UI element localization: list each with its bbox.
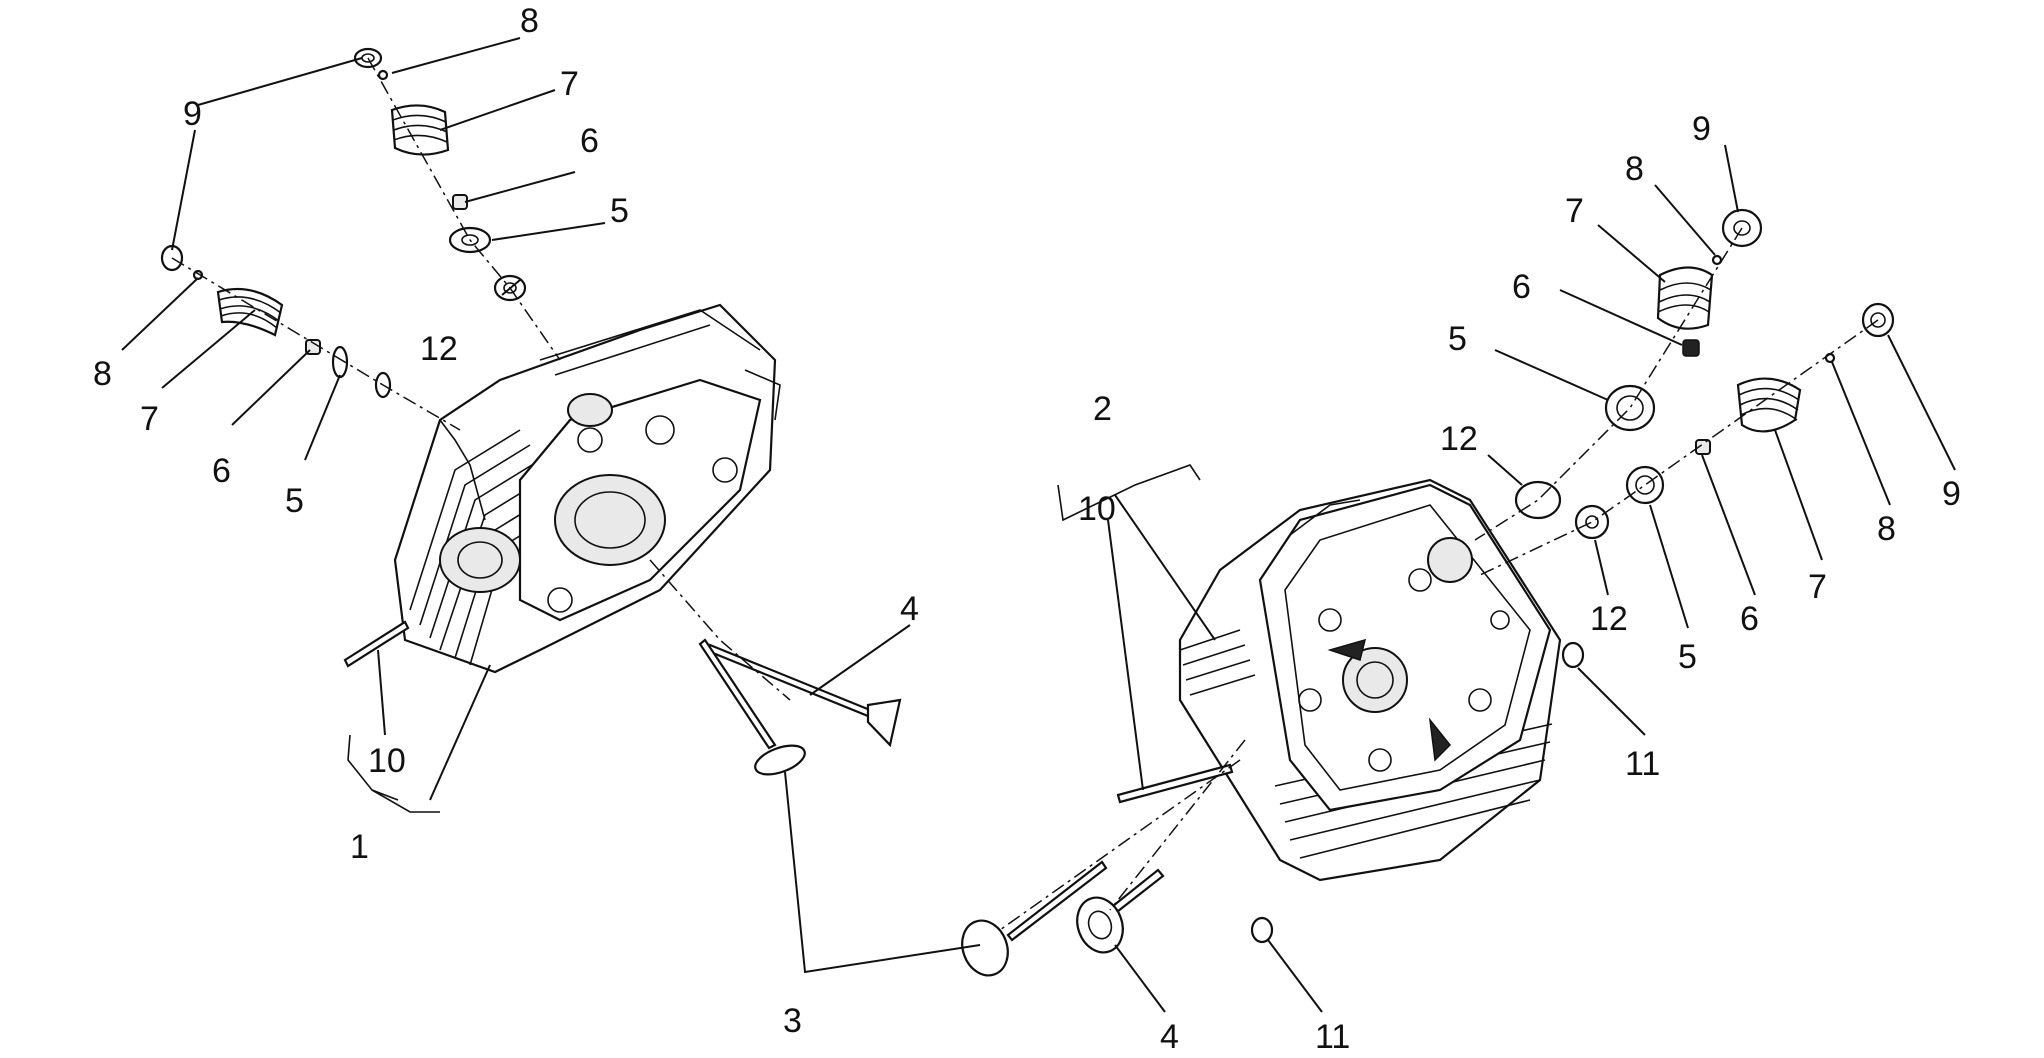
spring-seat-icon bbox=[1604, 384, 1656, 432]
stud-icon bbox=[343, 620, 410, 668]
cylinder-head-left-icon bbox=[393, 303, 781, 674]
assembly-axis-lines bbox=[171, 57, 1879, 931]
callout-8: 8 bbox=[1877, 510, 1896, 548]
callout-10: 10 bbox=[368, 742, 406, 780]
callout-9: 9 bbox=[1942, 475, 1961, 513]
callout-5: 5 bbox=[610, 192, 629, 230]
washer-icon bbox=[1514, 480, 1562, 520]
dowel-icon bbox=[1561, 641, 1585, 669]
valve-cotter-icon bbox=[377, 69, 389, 81]
valve-spring-icon bbox=[390, 104, 450, 156]
valve-spring-icon bbox=[1656, 266, 1714, 330]
callout-7: 7 bbox=[1808, 568, 1827, 606]
valve-seal-icon bbox=[1682, 339, 1700, 357]
callout-6: 6 bbox=[212, 452, 231, 490]
callout-6: 6 bbox=[580, 122, 599, 160]
callout-11: 11 bbox=[1315, 1018, 1350, 1053]
valve-seal-icon bbox=[1695, 439, 1711, 455]
callout-8: 8 bbox=[1625, 150, 1644, 188]
callout-11: 11 bbox=[1625, 745, 1660, 783]
valve-cotter-icon bbox=[1711, 254, 1723, 266]
callout-5: 5 bbox=[1678, 638, 1697, 676]
callout-6: 6 bbox=[1740, 600, 1759, 638]
callout-5: 5 bbox=[1448, 320, 1467, 358]
spring-cap-icon bbox=[353, 47, 383, 69]
callout-6: 6 bbox=[1512, 268, 1531, 306]
callout-9: 9 bbox=[1692, 110, 1711, 148]
callout-8: 8 bbox=[520, 2, 539, 40]
valve-spring-icon bbox=[1736, 377, 1802, 433]
valve-seal-icon bbox=[452, 194, 468, 210]
callout-8: 8 bbox=[93, 355, 112, 393]
callout-1: 1 bbox=[350, 828, 369, 866]
callout-5: 5 bbox=[285, 482, 304, 520]
stud-icon bbox=[1116, 763, 1234, 804]
cylinder-head-right-icon bbox=[1178, 478, 1562, 882]
callout-12: 12 bbox=[1440, 420, 1478, 458]
spring-seat-icon bbox=[1625, 465, 1665, 505]
callout-7: 7 bbox=[1565, 192, 1584, 230]
callout-3: 3 bbox=[783, 1002, 802, 1040]
valve-icon bbox=[961, 860, 1108, 977]
valve-spring-icon bbox=[216, 287, 284, 337]
leader-lines bbox=[121, 37, 1956, 1013]
callout-12: 12 bbox=[420, 330, 458, 368]
callout-7: 7 bbox=[140, 400, 159, 438]
callout-2: 2 bbox=[1093, 390, 1112, 428]
callout-9: 9 bbox=[183, 95, 202, 133]
callout-10: 10 bbox=[1078, 490, 1116, 528]
callout-4: 4 bbox=[900, 590, 919, 628]
valve-icon bbox=[698, 638, 806, 776]
callout-7: 7 bbox=[560, 65, 579, 103]
callout-4: 4 bbox=[1160, 1018, 1179, 1053]
washer-icon bbox=[1574, 504, 1610, 540]
callout-labels: 8 7 9 6 5 12 8 7 6 5 10 1 4 3 4 11 2 10 … bbox=[93, 2, 1961, 1056]
dowel-icon bbox=[1250, 916, 1274, 944]
valve-icon bbox=[1076, 868, 1165, 954]
callout-12: 12 bbox=[1590, 600, 1628, 638]
